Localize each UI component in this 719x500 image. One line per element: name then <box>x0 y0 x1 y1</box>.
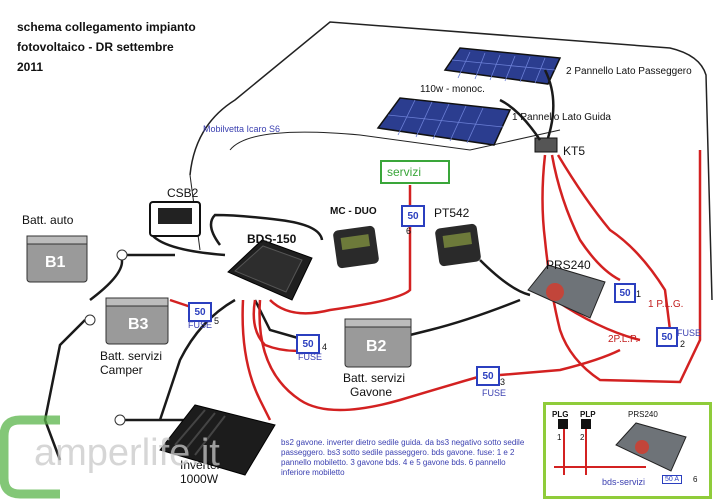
label-batt-servizi-camper-2: Camper <box>100 363 143 377</box>
fuse-6-number: 6 <box>406 226 412 236</box>
inset-num-6: 6 <box>693 475 698 484</box>
fuse-5-caption: FUSE <box>188 320 213 330</box>
label-servizi: servizi <box>387 165 422 179</box>
fuse-1-box: 50 <box>614 283 636 303</box>
fuse-2-box: 50 <box>656 327 678 347</box>
inset-num-1: 1 <box>557 433 562 442</box>
fuse-6-box: 50 <box>401 205 425 227</box>
vehicle-inner-outline <box>229 129 561 151</box>
inset-prs240: PRS240 <box>628 410 658 419</box>
fuse-3-box: 50 <box>476 366 500 386</box>
label-csb2: CSB2 <box>167 186 199 200</box>
inverter-device <box>159 404 276 476</box>
label-b2: B2 <box>366 338 387 355</box>
battery-b2 <box>344 318 412 368</box>
label-panel-power: 110w - monoc. <box>420 84 485 95</box>
inset-detail: PLG PLP 1 2 PRS240 bds-servizi 50 A 6 <box>543 402 712 499</box>
label-b1: B1 <box>45 254 66 271</box>
bds150-device <box>227 239 313 301</box>
label-plg: 1 P.L.G. <box>648 299 684 310</box>
inset-plp: PLP <box>580 410 596 419</box>
fuse-4-caption: FUSE <box>298 352 323 362</box>
servizi-box <box>380 160 450 184</box>
label-inverter-2: 1000W <box>180 472 219 486</box>
battery-b1 <box>26 235 88 283</box>
label-inverter-1: Inverter <box>180 458 221 472</box>
label-panel1: 1 Pannello Lato Guida <box>512 112 611 123</box>
fuse-1-number: 1 <box>636 289 642 299</box>
kt5-box <box>534 137 558 153</box>
installation-notes: bs2 gavone. inverter dietro sedile guida… <box>281 438 525 477</box>
label-kt5: KT5 <box>563 144 586 158</box>
label-mcduo: MC - DUO <box>330 206 377 217</box>
fuse-5-box: 50 <box>188 302 212 322</box>
label-prs240: PRS240 <box>546 258 591 272</box>
title-line-3: 2011 <box>17 60 44 74</box>
label-panel2: 2 Pannello Lato Passeggero <box>566 66 692 77</box>
fuse-4-box: 50 <box>296 334 320 354</box>
label-b3: B3 <box>128 316 149 333</box>
inset-fuse: 50 A <box>662 475 683 484</box>
label-plp: 2P.L.P. <box>608 334 639 345</box>
label-pt542: PT542 <box>434 206 470 220</box>
fuse-2-caption: FUSE <box>677 328 702 338</box>
label-batt-auto: Batt. auto <box>22 213 74 227</box>
inset-caption: bds-servizi <box>602 477 646 487</box>
inset-drawing <box>554 419 687 475</box>
label-batt-servizi-gavone-2: Gavone <box>350 385 393 399</box>
logo-c-shape <box>0 415 60 499</box>
label-bds150: BDS-150 <box>247 232 297 246</box>
label-vehicle: Mobilvetta Icaro S6 <box>203 124 281 134</box>
battery-b3 <box>105 297 169 345</box>
fuse-4-number: 4 <box>322 342 328 352</box>
logo-text: amperlife.it <box>34 432 220 474</box>
solar-panel-1 <box>376 97 512 146</box>
prs240-device <box>527 264 606 319</box>
fuse-5-number: 5 <box>214 316 220 326</box>
fuse-3-caption: FUSE <box>482 388 507 398</box>
solar-panel-2 <box>443 47 562 85</box>
label-batt-servizi-gavone-1: Batt. servizi <box>343 371 406 385</box>
fuse-3-number: 3 <box>500 377 506 387</box>
title-line-2: fotovoltaico - DR settembre <box>17 40 174 54</box>
ground-symbols <box>84 249 128 426</box>
fuse-2-number: 2 <box>680 339 686 349</box>
pt542-device <box>435 223 481 267</box>
csb2-device <box>149 201 201 237</box>
label-batt-servizi-camper-1: Batt. servizi <box>100 349 163 363</box>
camperlife-logo: amperlife.it <box>0 412 290 500</box>
mcduo-device <box>333 225 379 269</box>
title-line-1: schema collegamento impianto <box>17 20 196 34</box>
inset-num-2: 2 <box>580 433 585 442</box>
inset-plg: PLG <box>552 410 569 419</box>
vehicle-outline <box>189 21 713 301</box>
